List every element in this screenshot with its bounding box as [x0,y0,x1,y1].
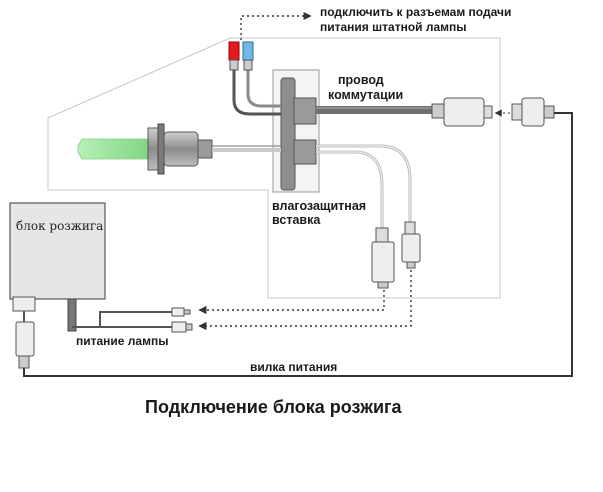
power-connector [12,296,36,369]
lamp-connector-small [401,221,421,269]
connect-arrow [240,11,312,40]
xenon-bulb-glow [77,138,151,160]
lamp-cable-2-inner [316,145,411,222]
switching-connector-female [431,97,493,127]
moisture-insert-boss-top [293,97,317,125]
connect-label-line2: питания штатной лампы [320,20,467,34]
lamp-connector-large [371,227,395,289]
ignition-unit-label: блок розжига [16,219,103,233]
lamp-power-label: питание лампы [76,334,168,348]
ignition-cable-stub [67,298,77,332]
switching-connector-male [511,97,555,127]
lamp-link-arrow-lower [198,270,412,331]
connect-label-line1: подключить к разъемам подачи [320,5,511,19]
ignition-unit-box [9,202,106,300]
insert-label-line2: вставка [272,213,321,227]
lamp-link-arrow-upper [198,290,385,315]
xenon-bulb-base [147,123,213,175]
moisture-insert-frame [272,69,320,193]
power-plug-label: вилка питания [250,360,337,374]
moisture-insert-plate [280,77,296,191]
power-cable [23,112,573,377]
red-terminal [228,41,240,71]
ignition-output-cable [72,311,172,328]
blue-terminal [242,41,254,71]
wire-label-line2: коммутации [328,88,403,102]
headlight-housing-outline [47,37,501,299]
wire-label-line1: провод [338,73,384,87]
output-pin-lower [171,321,193,333]
lamp-cable-1 [316,150,384,228]
lamp-cable-1-inner [316,151,383,228]
terminal-wire-blue [246,70,281,108]
moisture-insert-boss-bottom [293,139,317,165]
terminal-wire-red [232,70,281,116]
output-pin-upper [171,307,191,317]
diagram-caption: Подключение блока розжига [145,397,403,417]
insert-label-line1: влагозащитная [272,199,366,213]
